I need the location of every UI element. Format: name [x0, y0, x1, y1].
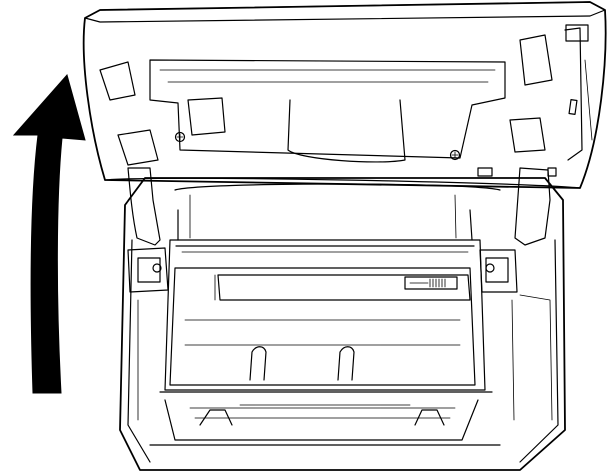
screw-icon — [174, 131, 186, 143]
top-cover — [82, 1, 607, 246]
screw-icon — [449, 149, 461, 161]
printer-body — [119, 177, 566, 471]
up-arrow-icon — [12, 73, 86, 394]
